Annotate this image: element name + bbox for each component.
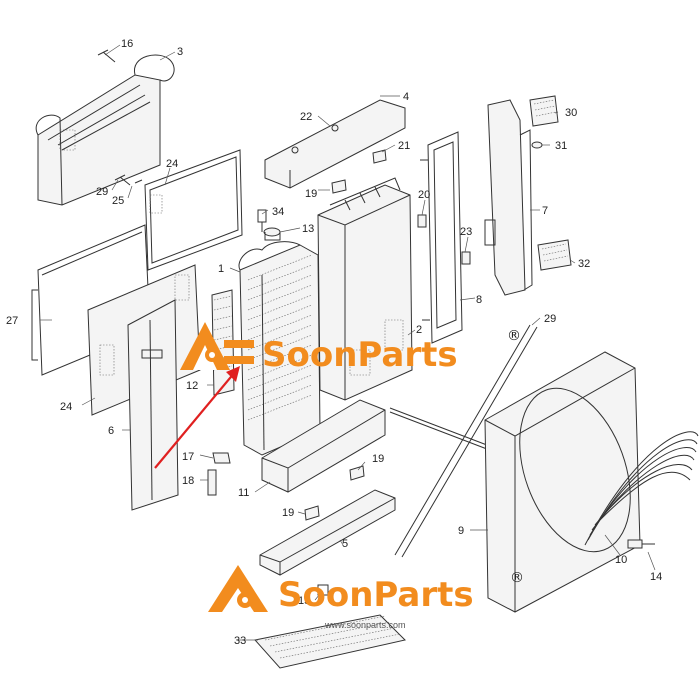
part-small-pads (304, 149, 471, 521)
part-8-frame (420, 131, 463, 344)
callout-6: 6 (108, 425, 114, 437)
callout-16: 16 (121, 38, 133, 50)
part-18-pin (207, 469, 217, 496)
part-15-bolt (317, 584, 329, 596)
part-7-rail (484, 99, 533, 296)
callout-13: 13 (302, 223, 314, 235)
callout-7: 7 (542, 205, 548, 217)
callout-35: 34 (272, 206, 284, 218)
callout-19a: 19 (305, 188, 317, 200)
leader-lines (40, 44, 656, 641)
callout-18: 18 (182, 475, 194, 487)
gear-logo-icon (180, 322, 254, 370)
callout-20: 19 (372, 453, 384, 465)
watermark-registered-bottom: ® (510, 570, 524, 586)
callout-29: 29 (96, 186, 108, 198)
part-26-panel (144, 149, 243, 271)
part-35-bolt (257, 209, 267, 232)
callout-2: 2 (416, 324, 422, 336)
callout-30: 29 (544, 313, 556, 325)
callout-3: 3 (177, 46, 183, 58)
part-5-bottom-bracket (259, 489, 396, 576)
part-6-side-plate (127, 299, 179, 511)
callout-10: 10 (615, 554, 627, 566)
watermark-brand-bottom: SoonParts (278, 575, 474, 615)
gear-logo-icon (208, 565, 268, 612)
callout-11: 11 (238, 487, 249, 499)
part-17-fitting (212, 452, 231, 464)
callout-4: 4 (403, 91, 409, 103)
part-28-29-bolts (114, 174, 143, 186)
callout-34: 33 (234, 635, 246, 647)
watermark-logo-bottom: SoonParts ® www.soonparts.com (208, 565, 524, 630)
callout-17: 17 (182, 451, 194, 463)
callout-19b: 19 (282, 507, 294, 519)
callout-23: 23 (460, 226, 472, 238)
part-30-stay-rod (389, 324, 538, 558)
callout-21: 20 (418, 189, 430, 201)
callout-1: 1 (218, 263, 224, 275)
callout-26: 24 (166, 158, 178, 170)
part-33-pad (537, 239, 572, 271)
part-3-intercooler (35, 54, 175, 206)
callout-33: 32 (578, 258, 590, 270)
part-34-mat (254, 614, 406, 669)
callout-12: 12 (186, 380, 198, 392)
highlight-arrow (154, 366, 240, 469)
callout-15: 15 (298, 595, 310, 607)
part-11-tray (261, 399, 386, 493)
part-9-fan-shroud (484, 351, 641, 613)
part-4-top-bracket (264, 99, 406, 189)
callout-9: 9 (458, 525, 464, 537)
callout-numbers: 16 3 4 22 21 19 24 29 25 34 13 1 20 7 30… (6, 38, 662, 647)
part-13-cap (263, 227, 281, 241)
callout-31: 30 (565, 107, 577, 119)
watermark-registered-top: ® (507, 328, 521, 344)
part-14-clamp (627, 539, 655, 549)
part-2-rear-radiator (317, 177, 413, 401)
part-16-bolt (97, 49, 116, 63)
part-32-clip (531, 141, 543, 149)
watermark-logo-top: SoonParts ® (180, 322, 521, 375)
callout-32: 31 (555, 140, 567, 152)
callout-8: 8 (476, 294, 482, 306)
callout-22: 21 (398, 140, 410, 152)
callout-25: 24 (60, 401, 72, 413)
part-31-pad (529, 95, 559, 127)
callout-28: 25 (112, 195, 124, 207)
part-10-seal (584, 431, 699, 546)
callout-24: 22 (300, 111, 312, 123)
callout-27: 27 (6, 315, 18, 327)
watermark-url: www.soonparts.com (324, 620, 406, 630)
callout-14: 14 (650, 571, 662, 583)
callout-5: 5 (342, 538, 348, 550)
watermark-brand-top: SoonParts (262, 335, 458, 375)
